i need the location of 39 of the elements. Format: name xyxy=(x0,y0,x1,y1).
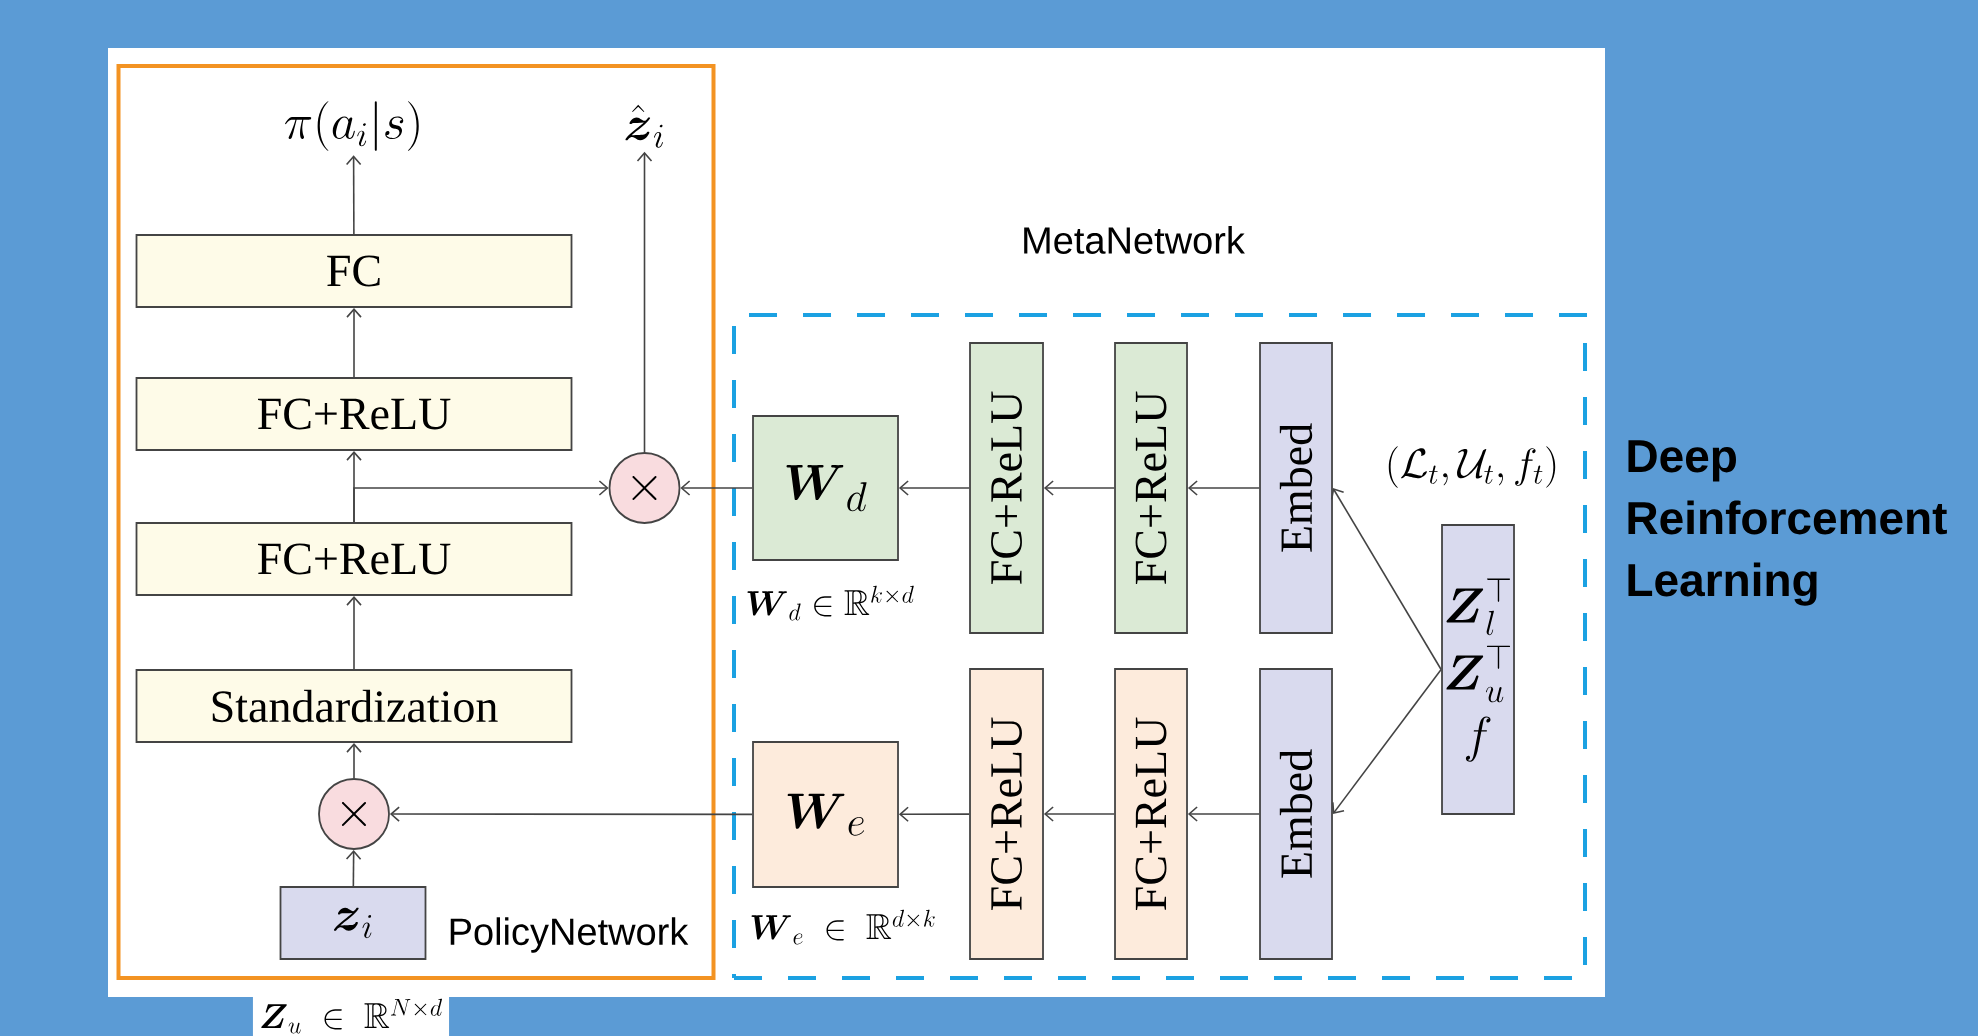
weight-box: $\boldsymbol{W}_e$ xyxy=(752,741,899,888)
embed-box: Embed xyxy=(1259,668,1333,960)
node-label: MetaNetwork xyxy=(1024,226,1245,254)
arrow xyxy=(1187,480,1260,496)
layer-box: FC+ReLU xyxy=(1114,342,1188,634)
weight-box: $\boldsymbol{W}_d$ xyxy=(752,415,899,561)
arrow xyxy=(1043,480,1115,496)
arrow xyxy=(898,806,970,823)
output-formula: $\pi(a_i|s)$ xyxy=(285,101,419,151)
arrow xyxy=(346,595,362,670)
shape-formula: $\boldsymbol{W}_d \in \mathbb{R}^{k\times d}$ xyxy=(747,585,914,621)
embed-box: Embed xyxy=(1259,342,1333,634)
arrow xyxy=(1187,806,1260,822)
arrow xyxy=(636,151,653,453)
layer-box: FC xyxy=(135,234,573,308)
arrow xyxy=(346,742,362,779)
shape-formula: $\boldsymbol{W}_e \;\in\; \mathbb{R}^{d\times k}$ xyxy=(751,909,935,945)
layer-box: Standardization xyxy=(135,669,573,743)
side-heading: Deep Reinforcement Learning xyxy=(1628,440,1947,606)
shape-formula: $\boldsymbol{Z}_u \;\in\; \mathbb{R}^{N\times d}$ xyxy=(252,992,450,1036)
layer-box: FC+ReLU xyxy=(969,668,1044,960)
arrow xyxy=(680,480,753,496)
arrow xyxy=(353,480,609,523)
arrow xyxy=(345,155,362,235)
output-formula: $\hat{\boldsymbol{z}}_i$ xyxy=(625,104,663,148)
arrow xyxy=(1043,806,1115,822)
input-box: $\boldsymbol{z}_i$ xyxy=(279,886,427,960)
input-matrix-box: $\boldsymbol{Z}_l^{\top}$ $\boldsymbol{Z}_u^{\top}$ $f$ xyxy=(1441,524,1515,815)
tuple-formula: $(\mathcal{L}_t,\mathcal{U}_t,f_t)$ xyxy=(1388,446,1556,488)
arrow xyxy=(898,480,970,496)
arrow xyxy=(389,806,753,822)
arrow xyxy=(1330,488,1442,671)
arrow xyxy=(345,849,362,887)
layer-box: FC+ReLU xyxy=(135,522,573,596)
arrow xyxy=(346,307,362,378)
arrow xyxy=(1332,668,1442,814)
layer-box: FC+ReLU xyxy=(1114,668,1188,960)
layer-box: FC+ReLU xyxy=(135,377,573,451)
layer-box: FC+ReLU xyxy=(969,342,1044,634)
